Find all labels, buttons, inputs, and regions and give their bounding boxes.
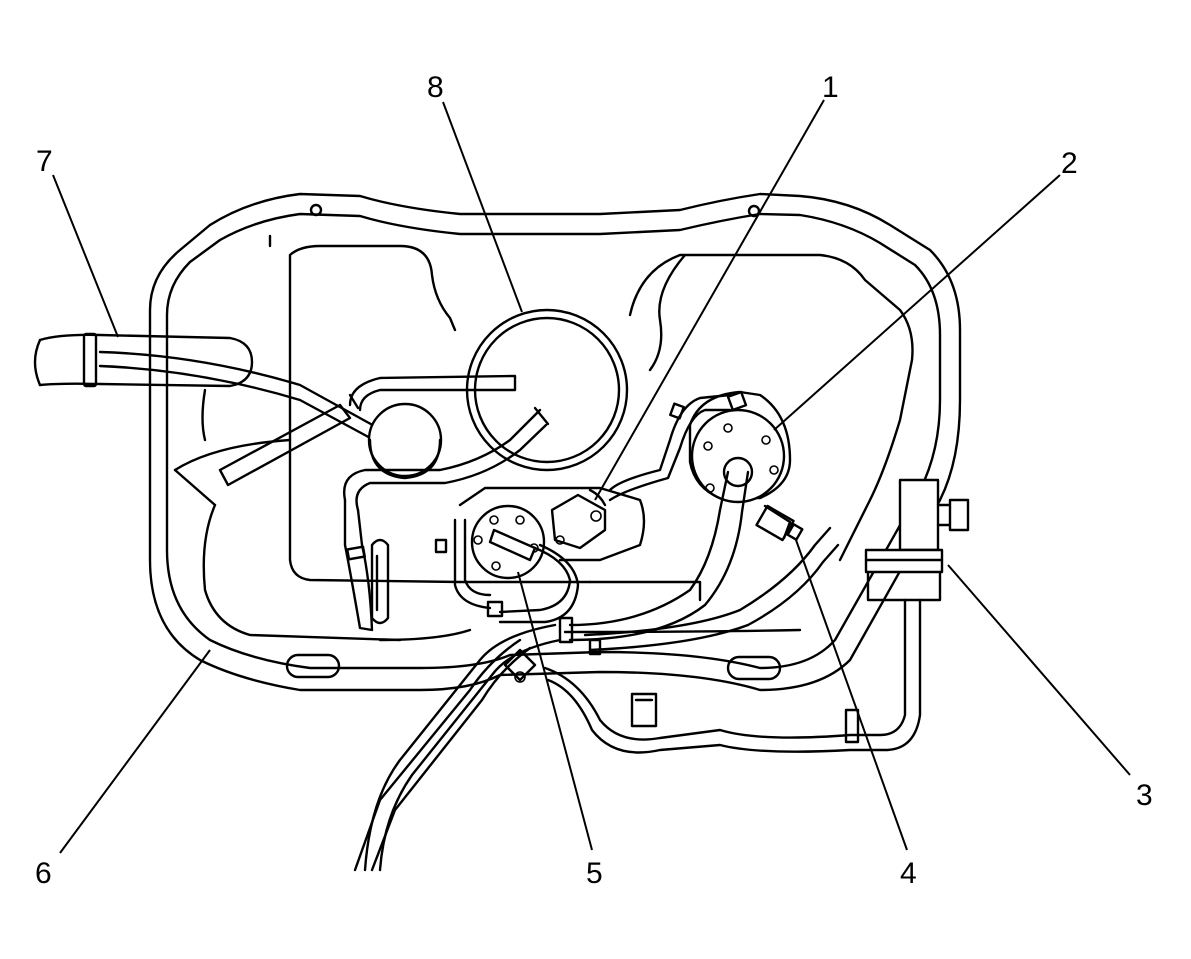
fuel-pump-module xyxy=(558,390,792,644)
callout-4: 4 xyxy=(900,857,917,890)
callout-2: 2 xyxy=(1061,147,1078,180)
bolt-hole-top-left xyxy=(309,203,323,217)
evap-canister xyxy=(543,478,970,754)
callouts: 1 2 3 4 5 6 7 8 xyxy=(35,71,1153,890)
fuel-lines xyxy=(583,390,840,656)
fuel-sender-module xyxy=(367,308,629,480)
electrical-connector xyxy=(550,488,607,550)
callout-7: 7 xyxy=(36,145,53,178)
leader-lines xyxy=(52,99,1131,854)
callout-3: 3 xyxy=(1136,779,1153,812)
quick-connector xyxy=(755,504,804,542)
callout-6: 6 xyxy=(35,857,52,890)
fuel-level-sender xyxy=(434,402,685,624)
mount-slot-right xyxy=(726,655,782,681)
callout-1: 1 xyxy=(822,71,839,104)
filler-neck xyxy=(33,332,412,450)
vent-tube-bundle xyxy=(353,623,562,872)
tank-flange xyxy=(148,192,962,692)
tank-body xyxy=(173,234,914,642)
mount-slot-left xyxy=(285,653,341,679)
callout-8: 8 xyxy=(427,71,444,104)
callout-5: 5 xyxy=(586,857,603,890)
bolt-hole-top-right xyxy=(747,204,761,218)
vent-hoses xyxy=(218,374,550,632)
